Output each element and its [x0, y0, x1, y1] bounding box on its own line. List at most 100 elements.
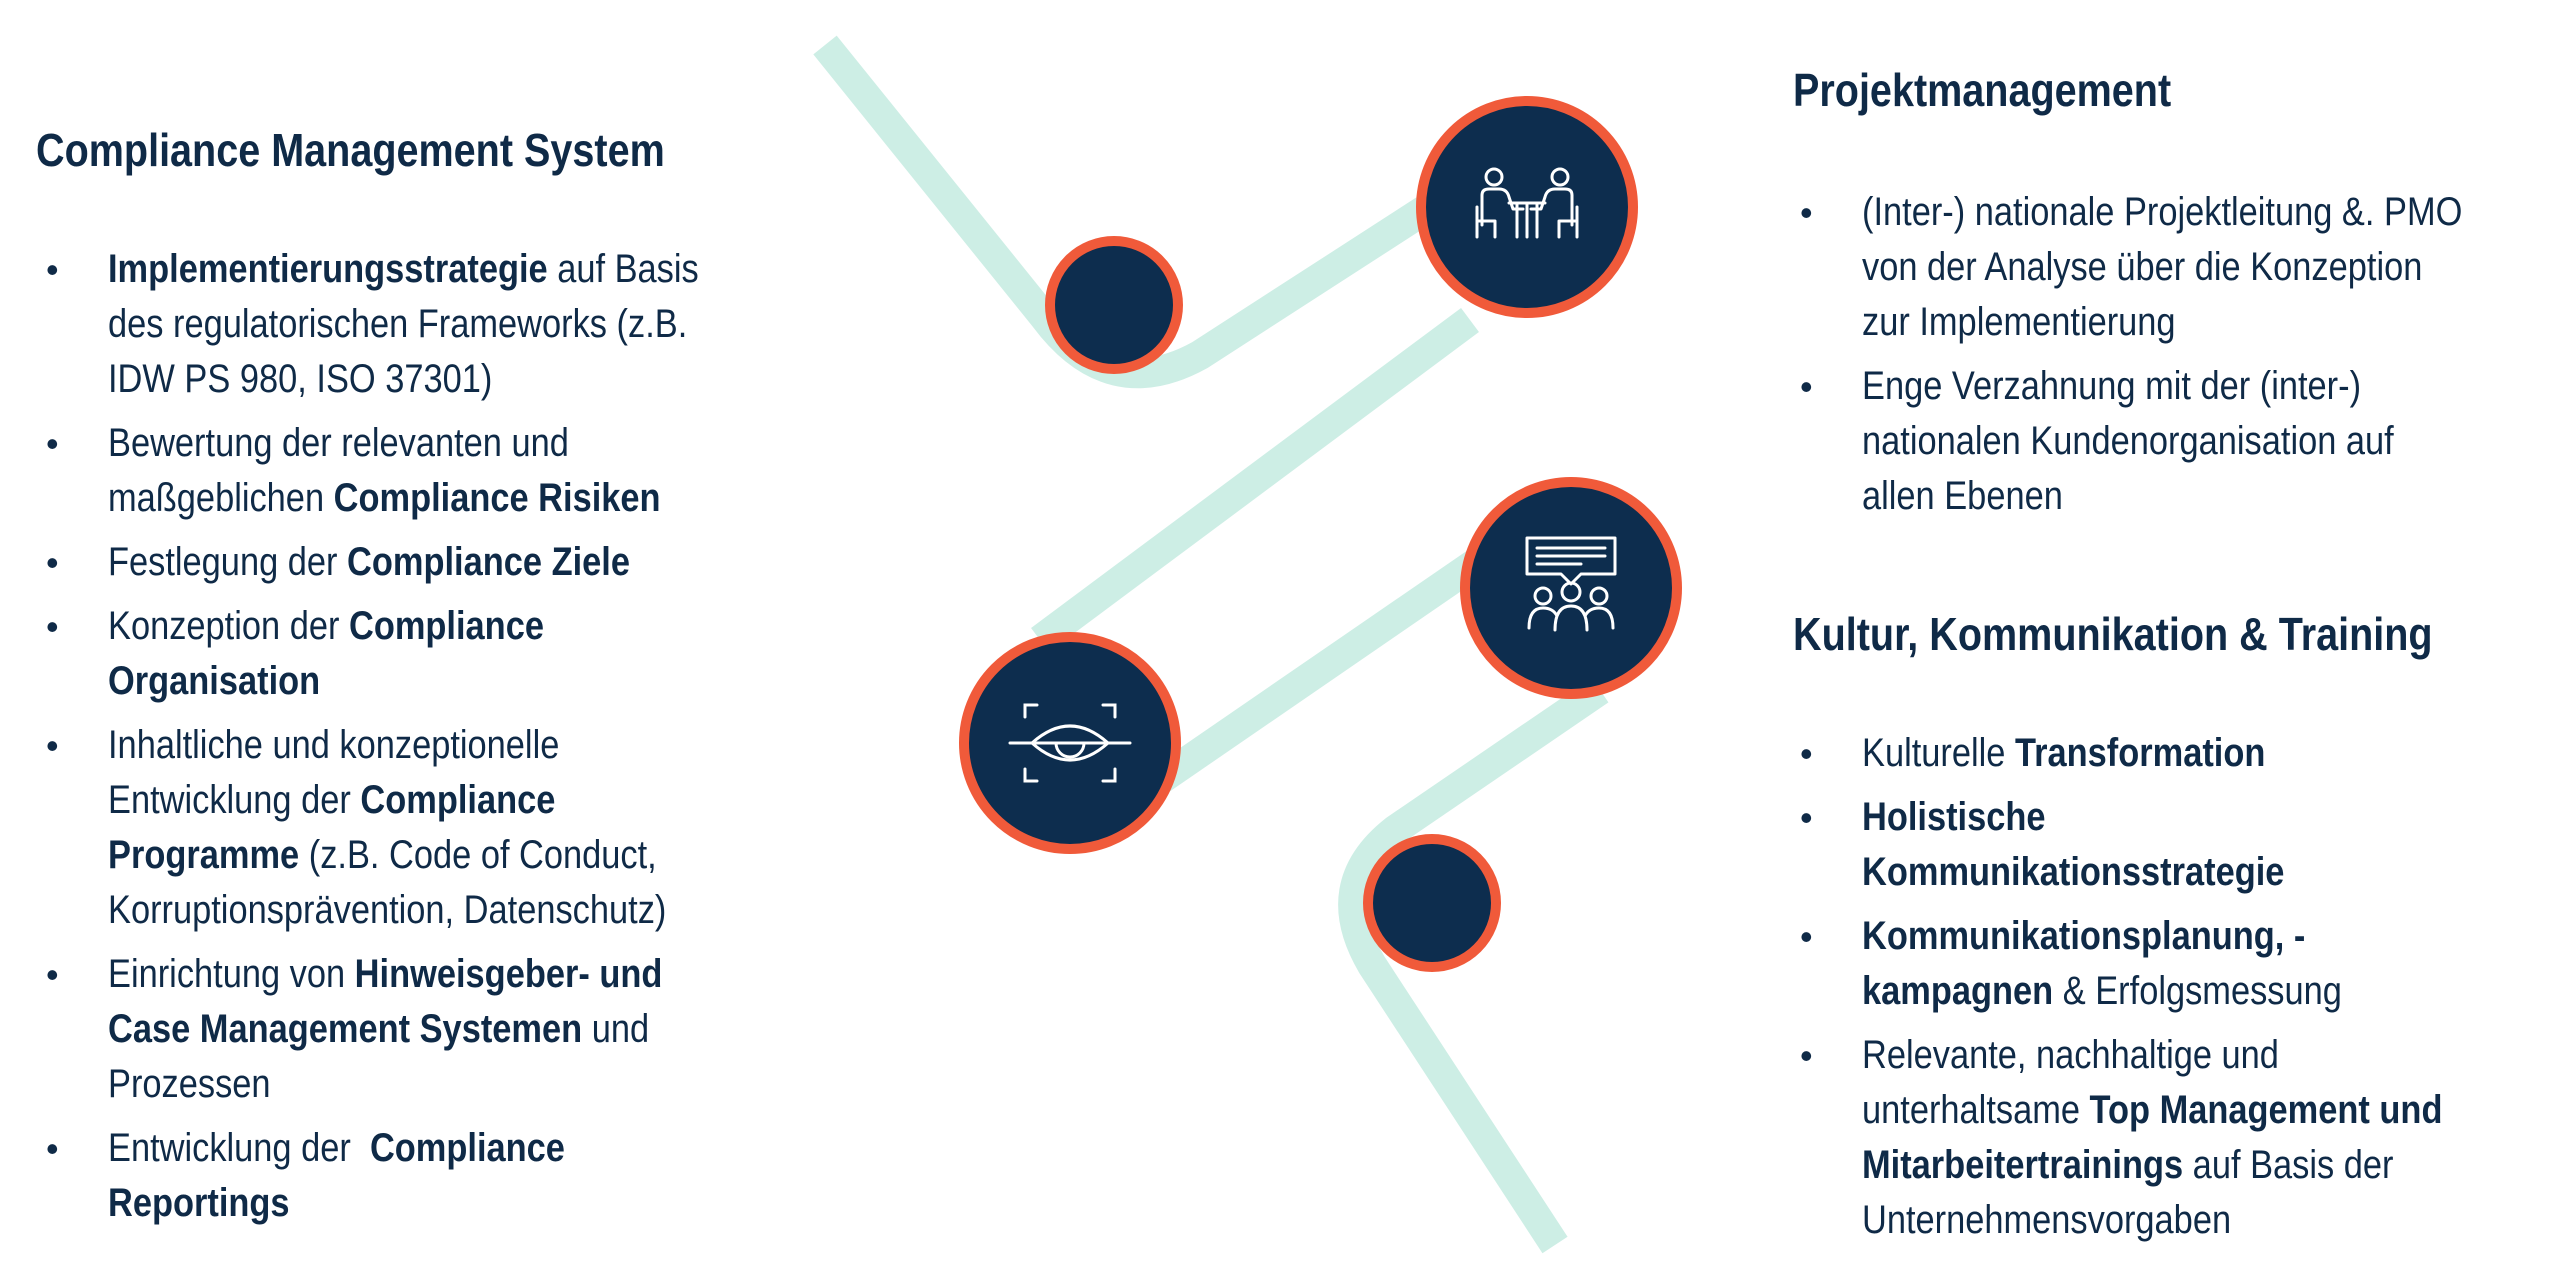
text-line: Korruptionsprävention, Datenschutz) [108, 883, 699, 938]
text: Entwicklung der [108, 1126, 370, 1170]
compliance-section: Compliance Management System [36, 120, 767, 180]
text: unterhaltsame [1862, 1088, 2090, 1132]
text: Bewertung der relevanten und [108, 421, 569, 465]
text: allen Ebenen [1862, 474, 2063, 518]
milestone-chat [1460, 477, 1682, 699]
bullet-icon: • [46, 606, 59, 647]
bold-text: Hinweisgeber- und [354, 952, 663, 996]
list-item: • Kulturelle Transformation [1800, 726, 2537, 781]
text: Korruptionsprävention, Datenschutz) [108, 888, 667, 932]
list-item: • (Inter-) nationale Projektleitung &. PM… [1800, 185, 2560, 350]
path-segment-2 [1031, 307, 1479, 653]
text: und [582, 1007, 650, 1051]
path-segment-4 [1338, 677, 1609, 1254]
small-milestone-2 [1363, 834, 1501, 972]
text-line: Implementierungsstrategie auf Basis [108, 242, 699, 297]
text-line: kampagnen & Erfolgsmessung [1862, 964, 2442, 1019]
project-list: • (Inter-) nationale Projektleitung &. PM… [1800, 185, 2560, 533]
text: Enge Verzahnung mit der (inter-) [1862, 364, 2362, 408]
text-line: (Inter-) nationale Projektleitung &. PMO [1862, 185, 2462, 240]
bold-text: Programme [108, 833, 300, 877]
text: maßgeblichen [108, 476, 334, 520]
text-line: Kulturelle Transformation [1862, 726, 2442, 781]
text: Relevante, nachhaltige und [1862, 1033, 2279, 1077]
text-line: Entwicklung der Compliance [108, 1121, 699, 1176]
text-line: Enge Verzahnung mit der (inter-) [1862, 359, 2462, 414]
compliance-title: Compliance Management System [36, 124, 665, 176]
text: Prozessen [108, 1062, 271, 1106]
text-line: Kommunikationsplanung, - [1862, 909, 2442, 964]
text: zur Implementierung [1862, 300, 2176, 344]
text: Inhaltliche und konzeptionelle [108, 723, 560, 767]
bold-text: Implementierungsstrategie [108, 247, 548, 291]
text: Entwicklung der [108, 778, 361, 822]
bold-text: Kommunikationsplanung, - [1862, 914, 2306, 958]
text: Unternehmensvorgaben [1862, 1198, 2232, 1242]
text: (Inter-) nationale Projektleitung &. PMO [1862, 190, 2463, 234]
list-item: • Kommunikationsplanung, - kampagnen & Erf… [1800, 909, 2537, 1019]
text-line: Bewertung der relevanten und [108, 416, 699, 471]
text-line: Programme (z.B. Code of Conduct, [108, 828, 699, 883]
text-line: von der Analyse über die Konzeption [1862, 240, 2462, 295]
project-section: Projektmanagement [1793, 60, 2233, 120]
bullet-icon: • [46, 423, 59, 464]
list-item: • Implementierungsstrategie auf Basis des … [46, 242, 795, 407]
text: auf Basis [547, 247, 699, 291]
bullet-icon: • [46, 249, 59, 290]
meeting-icon [1475, 167, 1579, 239]
bold-text: kampagnen [1862, 969, 2054, 1013]
bold-text: Compliance Risiken [333, 476, 661, 520]
bullet-icon: • [1800, 797, 1813, 838]
small-milestone-1 [1045, 236, 1183, 374]
text-line: Prozessen [108, 1057, 699, 1112]
list-item: • Relevante, nachhaltige und unterhaltsame… [1800, 1028, 2537, 1248]
text-line: Case Management Systemen und [108, 1002, 699, 1057]
bullet-icon: • [46, 725, 59, 766]
bold-text: Reportings [108, 1181, 290, 1225]
text-line: Festlegung der Compliance Ziele [108, 535, 699, 590]
bold-text: Compliance Ziele [347, 540, 630, 584]
text: & Erfolgsmessung [2053, 969, 2342, 1013]
list-item: •Festlegung der Compliance Ziele [46, 535, 795, 590]
bold-text: Holistische [1862, 795, 2046, 839]
bullet-icon: • [1800, 733, 1813, 774]
text-line: Organisation [108, 654, 699, 709]
bold-text: Mitarbeitertrainings [1862, 1143, 2184, 1187]
text-line: Inhaltliche und konzeptionelle [108, 718, 699, 773]
text-line: Kommunikationsstrategie [1862, 845, 2442, 900]
bold-text: Kommunikationsstrategie [1862, 850, 2285, 894]
eye-scan-icon [1008, 703, 1132, 783]
text-line: maßgeblichen Compliance Risiken [108, 471, 699, 526]
text: nationalen Kundenorganisation auf [1862, 419, 2394, 463]
bold-text: Case Management Systemen [108, 1007, 583, 1051]
path-segment-3 [1151, 547, 1489, 793]
text-line: allen Ebenen [1862, 469, 2462, 524]
text: Kulturelle [1862, 731, 2015, 775]
text: des regulatorischen Frameworks (z.B. [108, 302, 688, 346]
list-item: • Bewertung der relevanten und maßgebliche… [46, 416, 795, 526]
bold-text: Transformation [2014, 731, 2266, 775]
text-line: IDW PS 980, ISO 37301) [108, 352, 699, 407]
bullet-icon: • [46, 1128, 59, 1169]
text-line: des regulatorischen Frameworks (z.B. [108, 297, 699, 352]
text-line: Relevante, nachhaltige und [1862, 1028, 2442, 1083]
text-line: unterhaltsame Top Management und [1862, 1083, 2442, 1138]
list-item: •Enge Verzahnung mit der (inter-)nationa… [1800, 359, 2560, 524]
text-line: zur Implementierung [1862, 295, 2462, 350]
bullet-icon: • [1800, 1035, 1813, 1076]
text-line: Konzeption der Compliance [108, 599, 699, 654]
chat-audience-icon [1525, 536, 1617, 632]
bullet-icon: • [1800, 916, 1813, 957]
bold-text: Top Management und [2089, 1088, 2443, 1132]
bullet-icon: • [1800, 192, 1813, 233]
text-line: Entwicklung der Compliance [108, 773, 699, 828]
culture-section: Kultur, Kommunikation & Training [1793, 604, 2537, 664]
text: (z.B. Code of Conduct, [299, 833, 657, 877]
text: von der Analyse über die Konzeption [1862, 245, 2423, 289]
